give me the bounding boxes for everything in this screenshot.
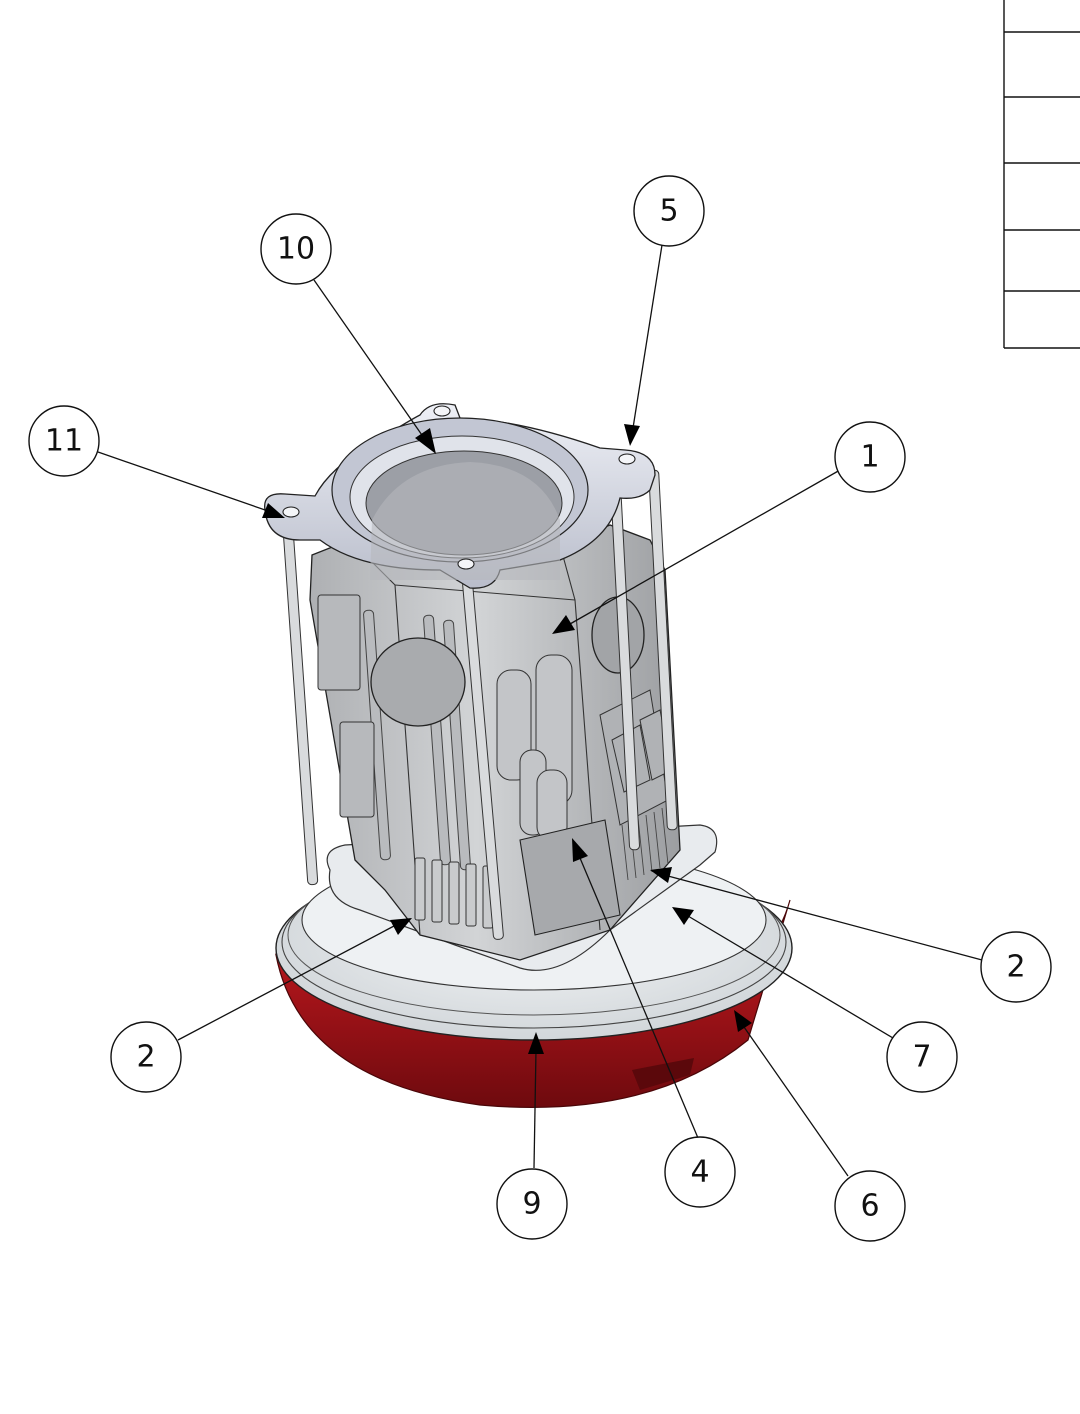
balloon-label: 7	[912, 1040, 931, 1075]
leader-lines	[97, 244, 983, 1177]
top-flange	[264, 403, 656, 589]
balloon-label: 1	[860, 440, 879, 475]
standoff-rods	[281, 469, 678, 940]
balloon-9: 9	[496, 1168, 568, 1240]
balloon-label: 11	[45, 424, 83, 459]
balloon-label: 2	[136, 1040, 155, 1075]
assembly-render	[264, 403, 793, 1108]
balloon-label: 2	[1006, 950, 1025, 985]
balloon-label: 10	[277, 232, 315, 267]
balloon-10: 10	[260, 213, 332, 285]
parts-table	[1003, 0, 1080, 349]
balloon-label: 6	[860, 1189, 879, 1224]
balloon-label: 5	[659, 194, 678, 229]
balloon-1: 1	[834, 421, 906, 493]
balloon-2-left: 2	[110, 1021, 182, 1093]
balloon-6: 6	[834, 1170, 906, 1242]
balloon-5: 5	[633, 175, 705, 247]
balloon-label: 9	[522, 1187, 541, 1222]
balloon-4: 4	[664, 1136, 736, 1208]
balloon-11: 11	[28, 405, 100, 477]
balloon-7: 7	[886, 1021, 958, 1093]
balloon-label: 4	[690, 1155, 709, 1190]
balloon-2-right: 2	[980, 931, 1052, 1003]
main-body	[309, 524, 681, 961]
